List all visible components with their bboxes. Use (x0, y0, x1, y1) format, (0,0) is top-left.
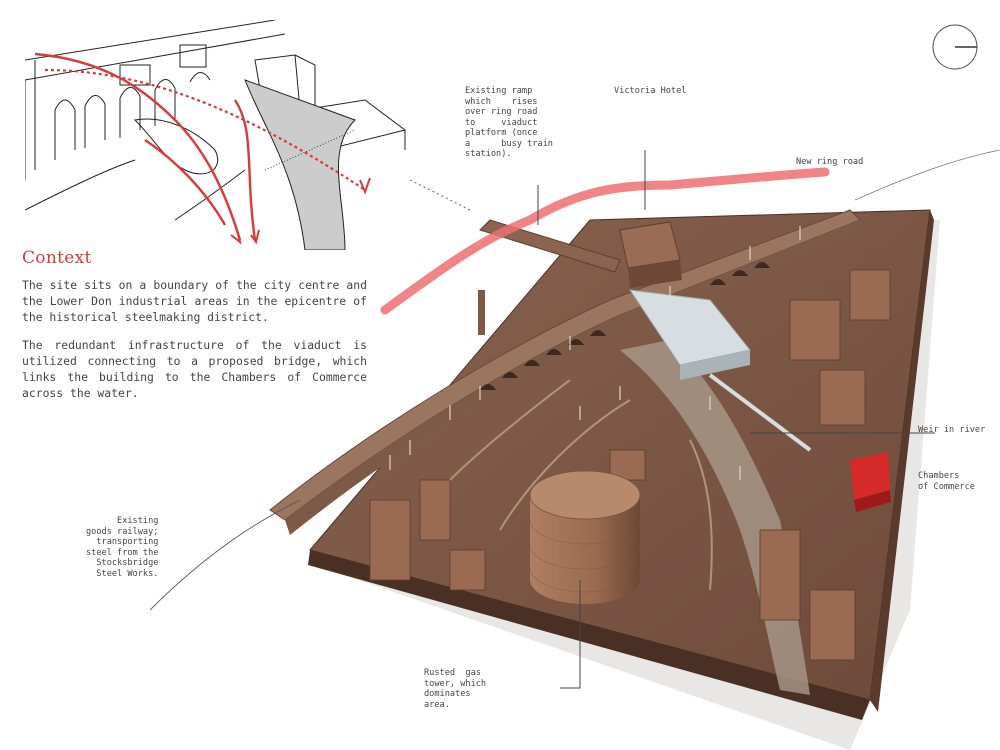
context-paragraph-1: The site sits on a boundary of the city … (22, 278, 367, 324)
label-victoria-hotel: Victoria Hotel (614, 86, 687, 96)
label-gas-tower: Rusted gas tower, which dominates area. (424, 668, 487, 710)
label-weir-in-river: Weir in river (918, 425, 986, 435)
context-title: Context (22, 248, 92, 268)
gas-tower (529, 470, 641, 604)
victoria-hotel (619, 221, 681, 269)
chimney (478, 290, 485, 335)
label-goods-railway: Existing goods railway; transporting ste… (86, 516, 159, 579)
goods-railway-line (150, 499, 301, 611)
north-arrow-icon (932, 24, 978, 70)
ramp (479, 219, 621, 273)
weir (708, 373, 812, 452)
label-chambers-of-commerce: Chambers of Commerce (918, 471, 975, 492)
context-sketch (25, 20, 407, 250)
context-paragraph-2: The redundant infrastructure of the viad… (22, 338, 367, 400)
site-model (150, 150, 1000, 750)
label-new-ring-road: New ring road (796, 157, 864, 167)
chambers-of-commerce (850, 452, 890, 500)
label-existing-ramp: Existing ramp which rises over ring road… (465, 86, 553, 159)
ring-road (380, 167, 830, 315)
